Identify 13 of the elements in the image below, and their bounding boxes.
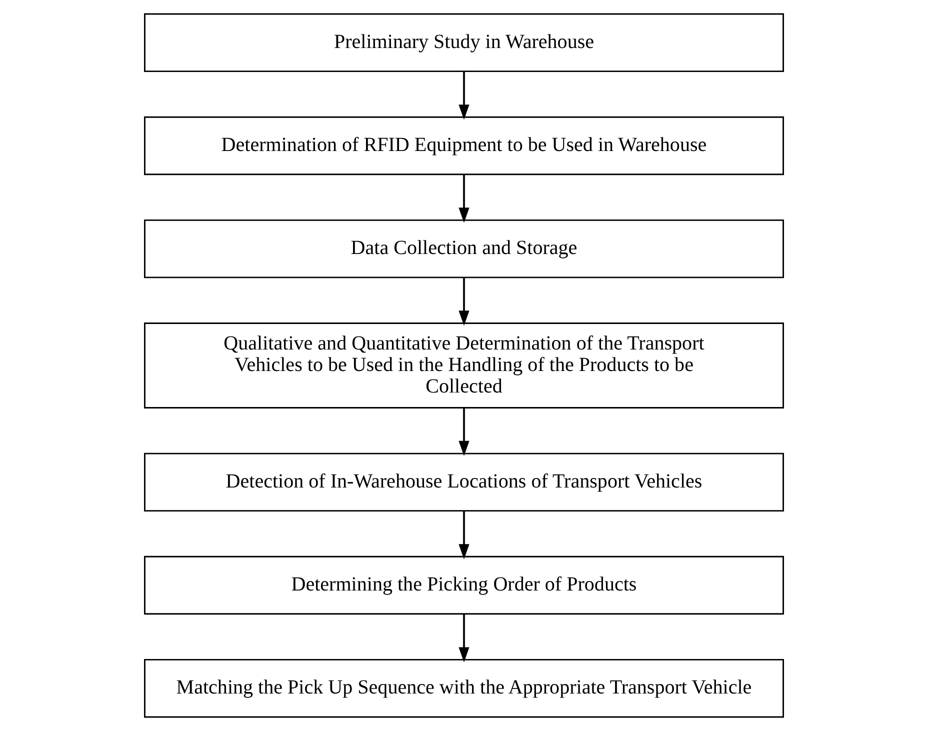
arrow: [458, 511, 470, 560]
node-box: Preliminary Study in Warehouse: [144, 13, 784, 72]
node-box: Matching the Pick Up Sequence with the Appropriate Transport Vehicle: [144, 659, 784, 718]
arrow: [458, 71, 470, 120]
node-box: Data Collection and Storage: [144, 219, 784, 278]
arrow: [458, 278, 470, 326]
node-box: Determination of RFID Equipment to be Used in Warehouse: [144, 116, 784, 176]
node-box: Determining the Picking Order of Products: [144, 556, 784, 615]
arrow: [458, 174, 470, 223]
node-box: Qualitative and Quantitative Determination of the Transport Vehicles to be Used in the Handling of the Products to be Collected: [144, 322, 784, 408]
node-box: Detection of In-Warehouse Locations of Transport Vehicles: [144, 452, 784, 512]
arrow: [458, 614, 470, 662]
arrow: [458, 408, 470, 456]
